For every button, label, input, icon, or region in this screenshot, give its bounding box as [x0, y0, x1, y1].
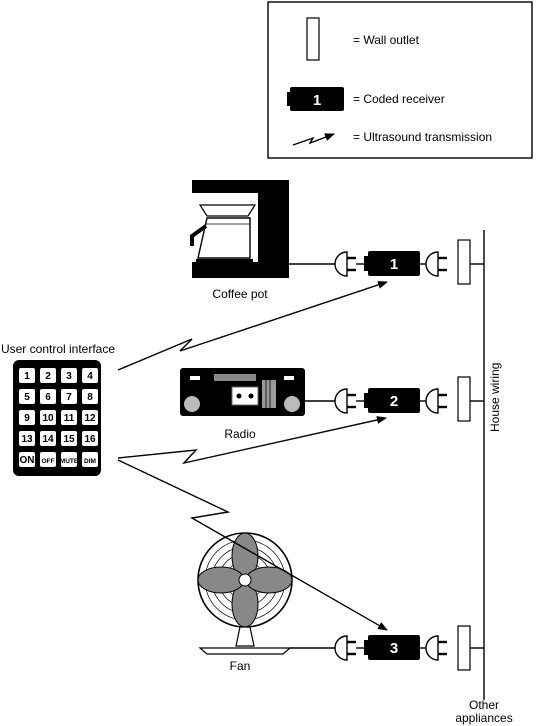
- svg-text:11: 11: [64, 413, 75, 424]
- coded-receiver-1: 1: [364, 251, 420, 276]
- keypad-button-off[interactable]: OFF: [40, 452, 56, 467]
- keypad-button-13[interactable]: 13: [19, 431, 35, 446]
- keypad-button-9[interactable]: 9: [19, 410, 35, 425]
- keypad-button-1[interactable]: 1: [19, 368, 35, 383]
- svg-text:10: 10: [42, 413, 54, 424]
- keypad-button-11[interactable]: 11: [61, 410, 77, 425]
- svg-text:3: 3: [390, 640, 398, 657]
- legend-ultrasound-label: = Ultrasound transmission: [353, 130, 492, 144]
- keypad-button-dim[interactable]: DIM: [82, 452, 98, 467]
- svg-text:9: 9: [24, 413, 30, 424]
- fan-label: Fan: [230, 659, 251, 673]
- svg-text:6: 6: [45, 392, 51, 403]
- ultrasound-arrow-to-receiver-3: [117, 459, 388, 631]
- radio-icon: [180, 368, 305, 416]
- svg-text:16: 16: [84, 434, 96, 445]
- plug-receiver-2-icon: [424, 387, 449, 415]
- other-appliances-label-line1: Other: [469, 698, 499, 712]
- svg-text:ON: ON: [20, 455, 35, 466]
- user-control-interface-label: User control interface: [1, 342, 115, 356]
- svg-text:1: 1: [24, 371, 30, 382]
- keypad-button-on[interactable]: ON: [19, 452, 35, 467]
- svg-text:2: 2: [390, 393, 398, 410]
- svg-text:8: 8: [87, 392, 93, 403]
- svg-text:15: 15: [63, 434, 75, 445]
- svg-text:3: 3: [66, 371, 72, 382]
- keypad-button-7[interactable]: 7: [61, 389, 77, 404]
- ultrasound-arrow-to-receiver-1: [117, 281, 388, 371]
- wall-outlet-3: [457, 625, 471, 671]
- keypad-button-16[interactable]: 16: [82, 431, 98, 446]
- keypad-button-10[interactable]: 10: [40, 410, 56, 425]
- keypad-button-6[interactable]: 6: [40, 389, 56, 404]
- keypad-button-3[interactable]: 3: [61, 368, 77, 383]
- keypad-button-2[interactable]: 2: [40, 368, 56, 383]
- legend-coded-receiver-label: = Coded receiver: [353, 92, 445, 106]
- coded-receiver-3: 3: [364, 635, 420, 660]
- keypad-button-12[interactable]: 12: [82, 410, 98, 425]
- svg-text:7: 7: [66, 392, 72, 403]
- radio-label: Radio: [224, 427, 256, 441]
- plug-receiver-1-icon: [424, 250, 449, 278]
- svg-text:DIM: DIM: [84, 458, 96, 465]
- coffee-pot-label: Coffee pot: [212, 287, 268, 301]
- coffee-pot-icon: [190, 180, 289, 278]
- ultrasound-legend-icon: [292, 133, 335, 146]
- plug-coffee-pot-icon: [333, 250, 358, 278]
- svg-text:5: 5: [24, 392, 30, 403]
- keypad-button-8[interactable]: 8: [82, 389, 98, 404]
- svg-text:1: 1: [313, 92, 321, 109]
- svg-text:12: 12: [84, 413, 96, 424]
- coded-receiver-2: 2: [364, 388, 420, 413]
- plug-fan-icon: [333, 634, 358, 662]
- other-appliances-label-line2: appliances: [455, 711, 512, 725]
- keypad-button-5[interactable]: 5: [19, 389, 35, 404]
- wall-outlet-1: [457, 239, 471, 285]
- plug-radio-icon: [333, 387, 358, 415]
- svg-text:OFF: OFF: [42, 458, 55, 465]
- svg-text:13: 13: [21, 434, 33, 445]
- svg-text:MUTE: MUTE: [60, 458, 79, 465]
- svg-text:14: 14: [42, 434, 54, 445]
- legend-wall-outlet-label: = Wall outlet: [353, 33, 420, 47]
- fan-icon: [197, 532, 293, 655]
- house-wiring-label: House wiring: [488, 363, 502, 432]
- wall-outlet-2: [457, 376, 471, 422]
- legend-box: = Wall outlet 1 = Coded receiver = Ultra…: [267, 1, 533, 159]
- wall-outlet-legend-icon: [306, 17, 320, 61]
- keypad-button-14[interactable]: 14: [40, 431, 56, 446]
- svg-text:4: 4: [87, 371, 93, 382]
- keypad-button-mute[interactable]: MUTE: [60, 452, 79, 467]
- keypad-button-15[interactable]: 15: [61, 431, 77, 446]
- coded-receiver-legend-icon: 1: [287, 87, 344, 111]
- ultrasound-arrow-to-receiver-2: [117, 416, 387, 465]
- plug-receiver-3-icon: [424, 634, 449, 662]
- svg-text:2: 2: [45, 371, 51, 382]
- keypad-button-4[interactable]: 4: [82, 368, 98, 383]
- svg-text:1: 1: [390, 256, 398, 273]
- user-control-interface: [13, 360, 101, 476]
